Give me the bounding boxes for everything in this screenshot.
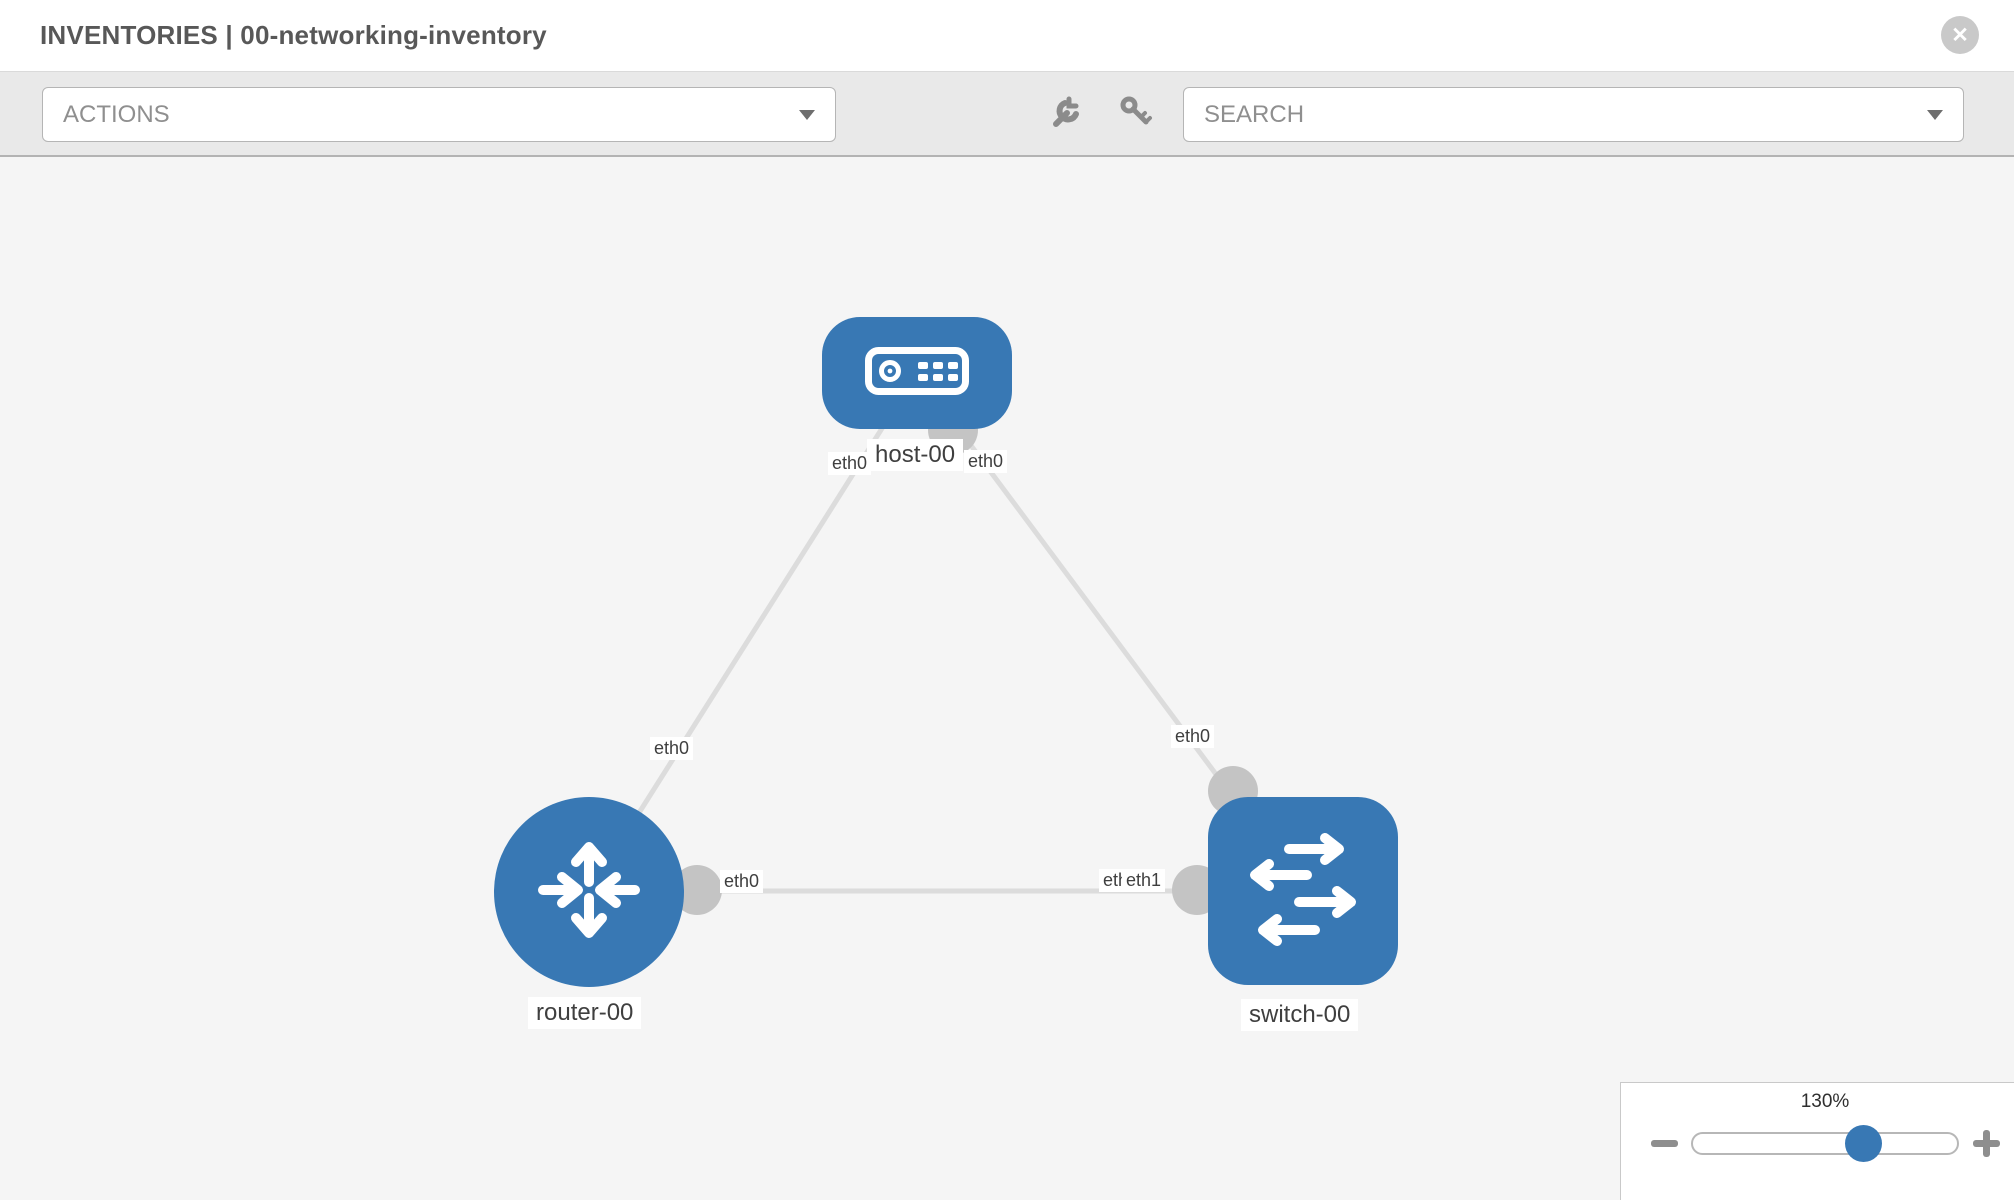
key-icon — [1117, 94, 1153, 135]
router-icon — [529, 830, 649, 955]
close-icon[interactable]: ✕ — [1941, 16, 1979, 54]
topology-canvas[interactable]: eth0 host-00 eth0 eth0 eth0 eth0 eth0 et… — [0, 157, 2014, 1200]
links-layer — [586, 371, 1306, 915]
interface-label: eth0 — [650, 737, 694, 760]
actions-dropdown[interactable]: ACTIONS — [42, 87, 836, 142]
interface-label: eth0 — [964, 450, 1008, 473]
search-placeholder: SEARCH — [1204, 100, 1305, 128]
zoom-slider-thumb[interactable] — [1845, 1125, 1882, 1162]
switch-icon — [1243, 829, 1363, 954]
titlebar: INVENTORIES | 00-networking-inventory ✕ — [0, 0, 2014, 71]
host-icon — [865, 346, 969, 400]
credentials-button[interactable] — [1116, 95, 1154, 133]
zoom-in-icon[interactable] — [1973, 1130, 2000, 1157]
zoom-panel: 130% — [1620, 1082, 2014, 1200]
port-router-right — [672, 865, 722, 915]
toolbar: ACTIONS — [0, 71, 2014, 157]
wrench-icon — [1049, 94, 1085, 135]
interface-label: eth0 — [720, 870, 764, 893]
zoom-out-icon[interactable] — [1651, 1140, 1678, 1147]
zoom-level: 130% — [1800, 1091, 1850, 1112]
node-switch-00[interactable] — [1208, 797, 1398, 985]
node-label-router: router-00 — [528, 997, 642, 1029]
page-title: INVENTORIES | 00-networking-inventory — [40, 20, 547, 50]
node-host-00[interactable] — [822, 317, 1012, 429]
chevron-down-icon — [799, 109, 815, 120]
interface-label: eth0 — [1171, 725, 1215, 748]
search-dropdown[interactable]: SEARCH — [1183, 87, 1964, 142]
node-label-host: host-00 — [867, 439, 964, 471]
zoom-slider-track[interactable] — [1691, 1132, 1959, 1155]
interface-label: eth0 — [828, 452, 872, 475]
configure-button[interactable] — [1048, 95, 1086, 133]
node-router-00[interactable] — [494, 797, 684, 987]
chevron-down-icon — [1927, 109, 1943, 120]
actions-dropdown-label: ACTIONS — [63, 100, 170, 128]
node-label-switch: switch-00 — [1241, 999, 1359, 1031]
interface-label: eth1 — [1122, 869, 1166, 892]
